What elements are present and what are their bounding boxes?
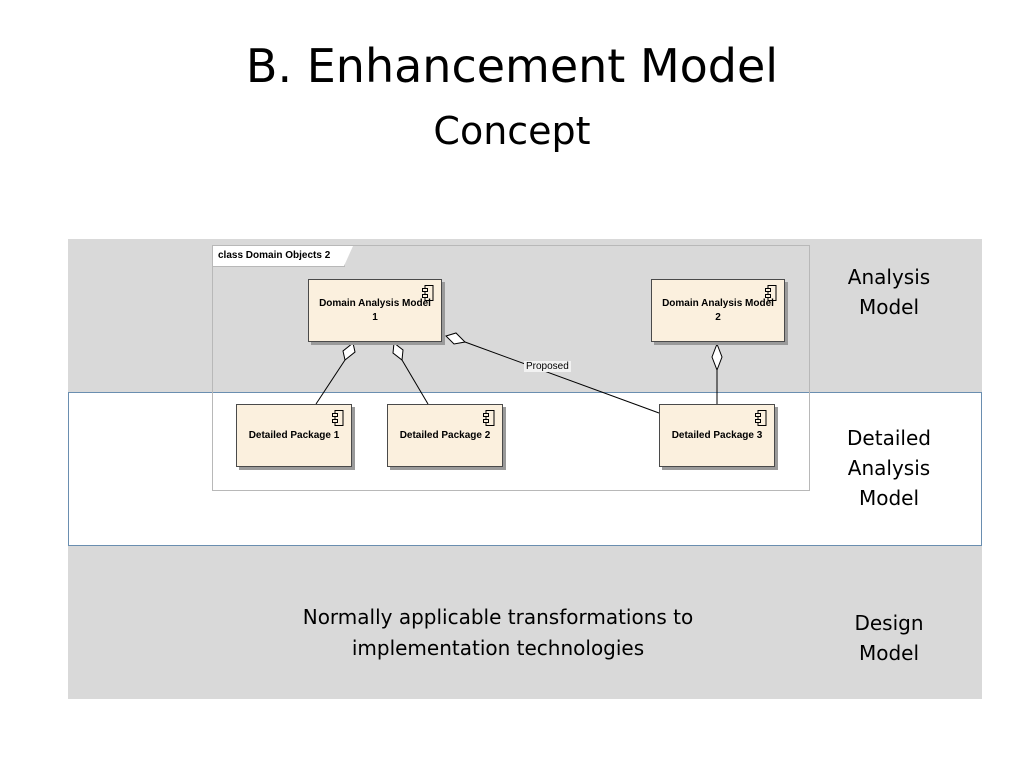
component-icon — [483, 410, 495, 426]
detailed-package-3[interactable]: Detailed Package 3 — [659, 404, 775, 467]
frame-title: class Domain Objects 2 — [213, 246, 354, 267]
dam2-label-line1: Domain Analysis Model — [662, 297, 774, 309]
design-text-line1: Normally applicable transformations to — [302, 605, 694, 629]
analysis-label-line1: Analysis — [847, 265, 931, 289]
dam1-label-line1: Domain Analysis Model — [319, 297, 431, 309]
detailed-analysis-model-band — [68, 392, 982, 546]
design-label-line1: Design — [854, 611, 924, 635]
dam2-label-line2: 2 — [715, 311, 721, 323]
analysis-model-label: Analysis Model — [832, 262, 946, 322]
design-model-label: Design Model — [832, 608, 946, 668]
domain-analysis-model-2[interactable]: Domain Analysis Model 2 — [651, 279, 785, 342]
design-description: Normally applicable transformations to i… — [250, 602, 746, 664]
component-icon — [422, 285, 434, 301]
design-label-line2: Model — [858, 641, 920, 665]
dam1-label-line2: 1 — [372, 311, 378, 323]
detailed-analysis-model-label: Detailed Analysis Model — [832, 423, 946, 513]
detailed-package-2[interactable]: Detailed Package 2 — [387, 404, 503, 467]
design-model-band — [68, 546, 982, 699]
detailed-label-line2: Analysis — [847, 456, 931, 480]
proposed-link-label: Proposed — [524, 361, 571, 372]
component-icon — [755, 410, 767, 426]
detailed-label-line1: Detailed — [847, 426, 931, 450]
slide-title: B. Enhancement Model — [245, 39, 779, 93]
domain-analysis-model-1[interactable]: Domain Analysis Model 1 — [308, 279, 442, 342]
dp2-label: Detailed Package 2 — [399, 429, 491, 441]
uml-diagram-frame: class Domain Objects 2 — [212, 245, 810, 491]
analysis-label-line2: Model — [858, 295, 920, 319]
dp1-label: Detailed Package 1 — [248, 429, 340, 441]
detailed-package-1[interactable]: Detailed Package 1 — [236, 404, 352, 467]
detailed-label-line3: Model — [858, 486, 920, 510]
component-icon — [332, 410, 344, 426]
dp3-label: Detailed Package 3 — [671, 429, 763, 441]
slide-subtitle: Concept — [433, 109, 591, 153]
component-icon — [765, 285, 777, 301]
design-text-line2: implementation technologies — [351, 636, 645, 660]
